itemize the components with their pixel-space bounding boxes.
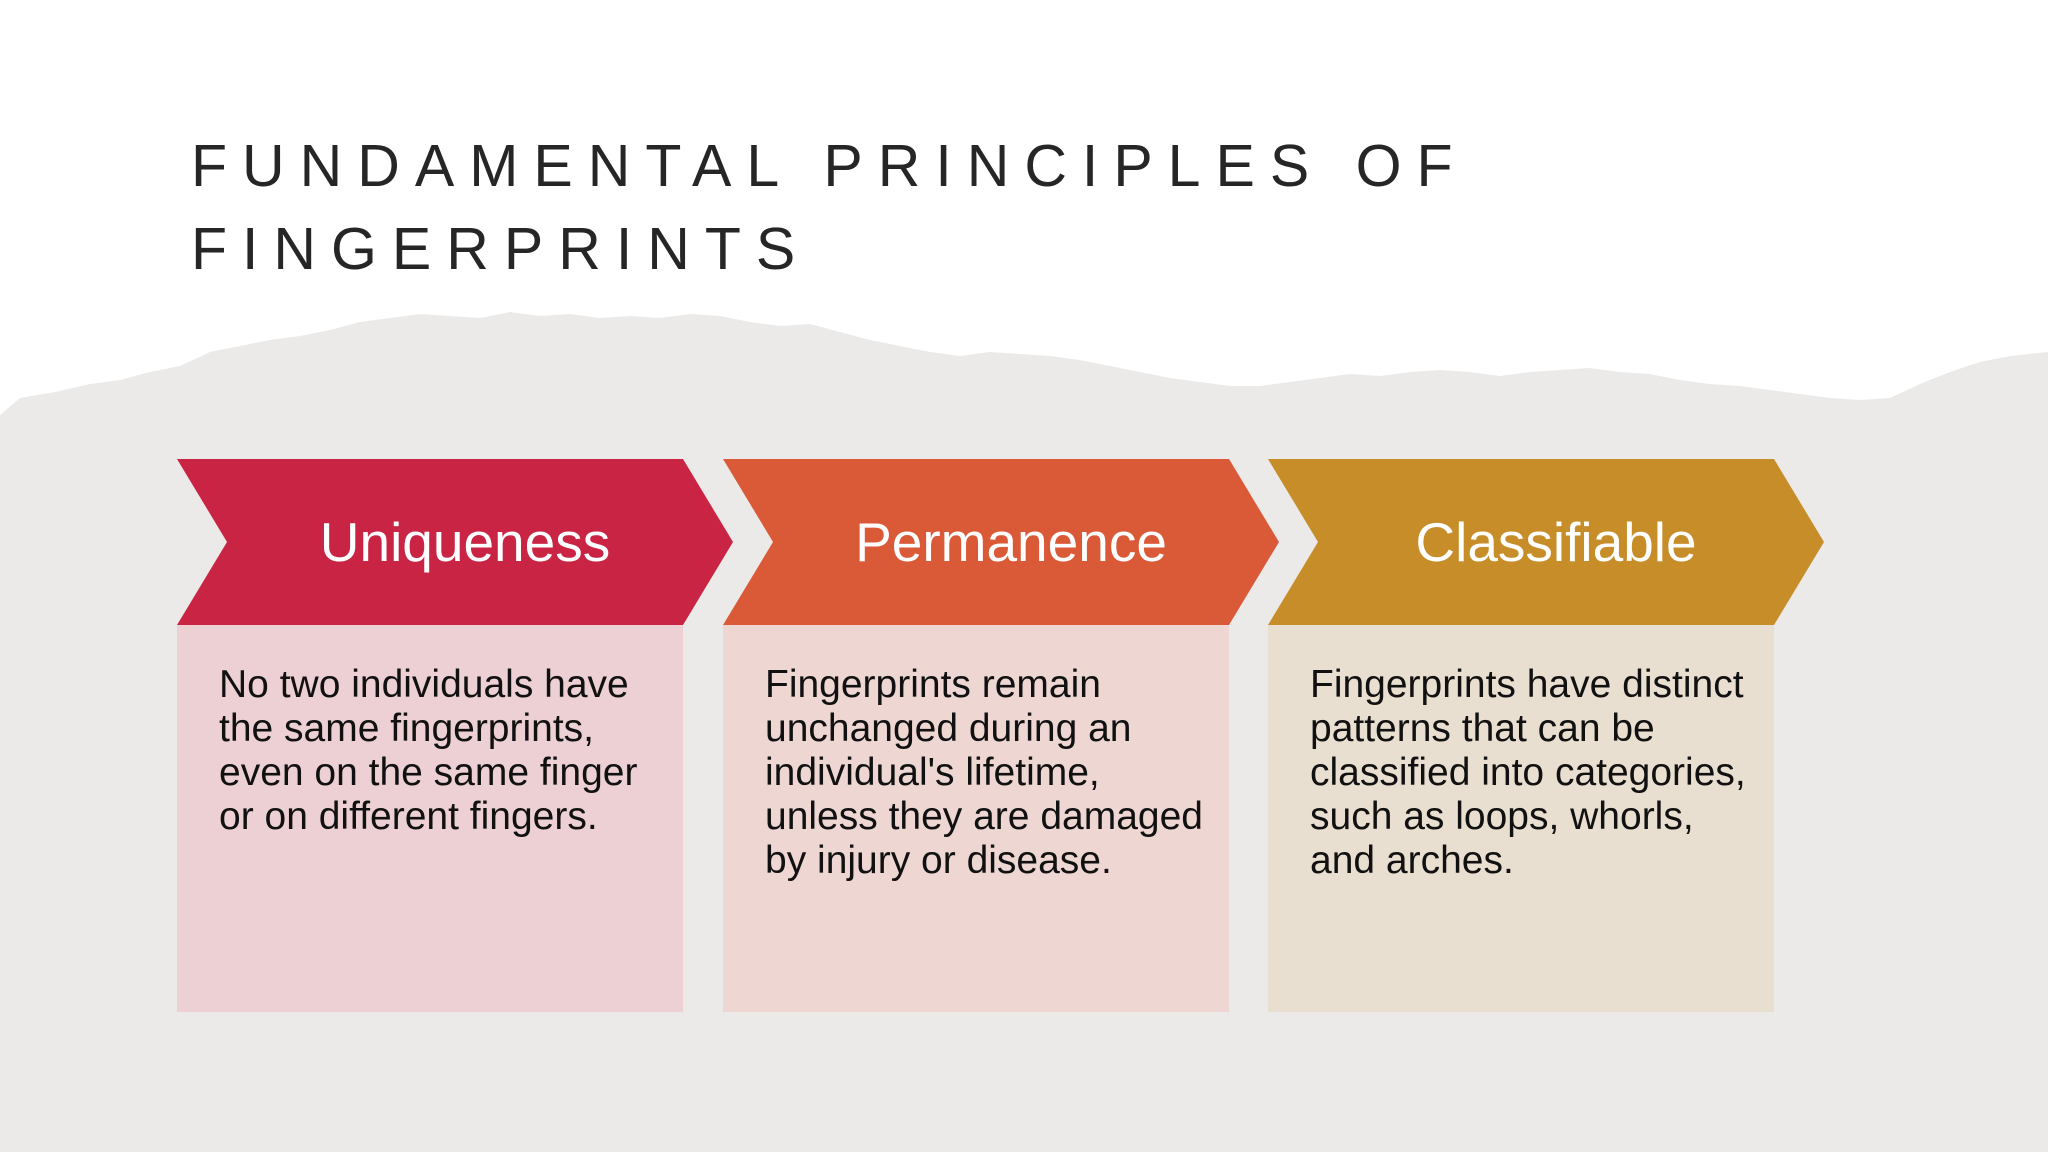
chevron-fill [177,459,733,625]
chevron-classifiable: Classifiable [1268,459,1824,625]
chevron-arrow-shape [177,459,733,625]
principle-label: Permanence [855,511,1167,573]
principle-label: Uniqueness [319,511,611,573]
card-classifiable: Fingerprints have distinct patterns that… [1268,625,1774,1012]
principle-description: Fingerprints have distinct patterns that… [1310,663,1746,882]
card-uniqueness: No two individuals have the same fingerp… [177,625,683,1012]
chevron-fill [723,459,1279,625]
page-title: FUNDAMENTAL PRINCIPLES OF FINGERPRINTS [191,125,1691,291]
chevron-arrow-shape [723,459,1279,625]
principle-label: Classifiable [1415,511,1697,573]
chevron-permanence: Permanence [723,459,1279,625]
title-line-2: FINGERPRINTS [191,216,811,282]
principle-description: Fingerprints remain unchanged during an … [765,663,1203,882]
card-permanence: Fingerprints remain unchanged during an … [723,625,1229,1012]
chevron-fill [1268,459,1824,625]
title-line-1: FUNDAMENTAL PRINCIPLES OF [191,133,1468,199]
principle-description: No two individuals have the same fingerp… [219,663,638,838]
chevron-arrow-shape [1268,459,1824,625]
chevron-uniqueness: Uniqueness [177,459,733,625]
